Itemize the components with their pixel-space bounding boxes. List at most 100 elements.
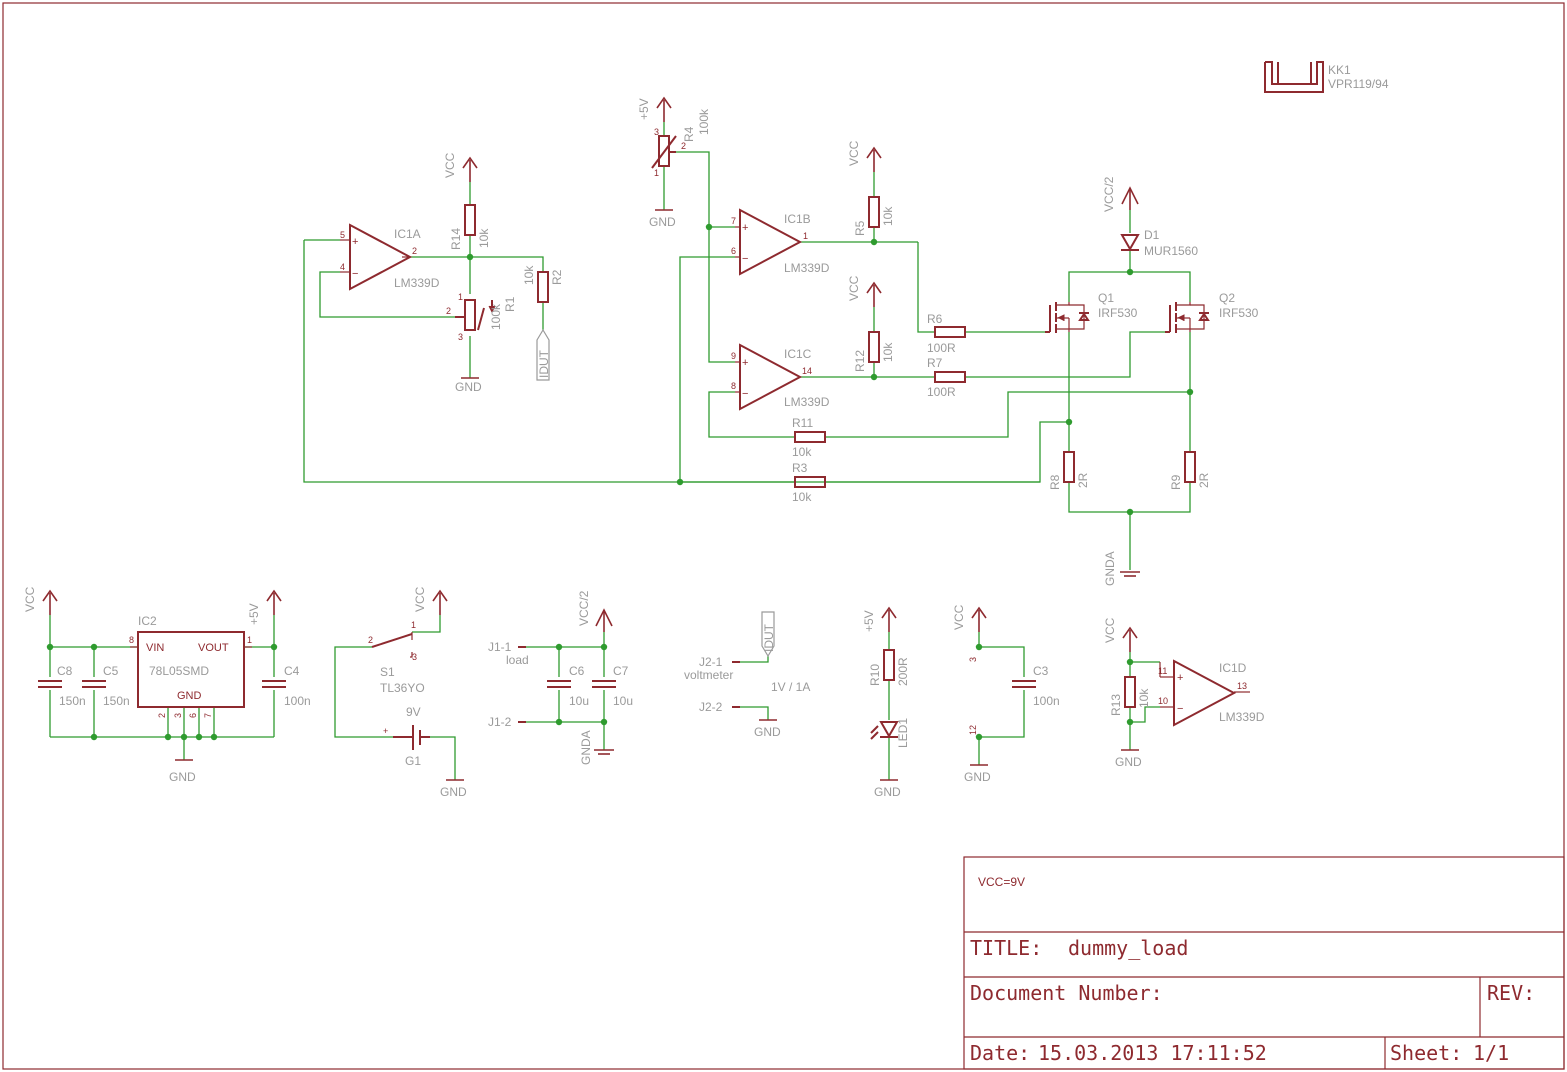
r8-resistor[interactable]: R8 2R <box>1048 451 1090 490</box>
svg-text:C3: C3 <box>1033 664 1049 678</box>
r9-resistor[interactable]: R9 2R <box>1169 451 1211 490</box>
svg-text:GND: GND <box>455 380 482 394</box>
led1-led[interactable]: LED1 <box>870 718 910 748</box>
ic1b-opamp[interactable]: + − 7 6 1 IC1B LM339D <box>731 209 830 275</box>
svg-text:MUR1560: MUR1560 <box>1144 244 1198 258</box>
vcc-symbol-ic2: VCC <box>23 586 58 616</box>
svg-text:6: 6 <box>188 713 198 718</box>
svg-text:−: − <box>742 253 748 265</box>
svg-text:J2-2: J2-2 <box>699 700 723 714</box>
r10-resistor[interactable]: R10 200R <box>868 649 910 686</box>
svg-text:IC1D: IC1D <box>1219 661 1247 675</box>
svg-text:R2: R2 <box>550 269 564 285</box>
svg-text:IRF530: IRF530 <box>1098 306 1138 320</box>
vcc-symbol-r12: VCC <box>847 275 882 308</box>
q2-mosfet[interactable]: Q2 IRF530 <box>1165 291 1259 333</box>
svg-text:VIN: VIN <box>146 642 164 654</box>
r11-resistor[interactable]: R11 10k <box>792 416 826 459</box>
j1-connector[interactable]: J1-1 load J1-2 <box>488 640 529 729</box>
svg-text:2R: 2R <box>1197 472 1211 488</box>
svg-text:2R: 2R <box>1076 472 1090 488</box>
c7-capacitor[interactable]: C7 10u <box>591 664 633 708</box>
svg-text:R6: R6 <box>927 312 943 326</box>
r1-potentiometer[interactable]: 1 2 3 R1 100k <box>446 292 517 342</box>
svg-text:IC1C: IC1C <box>784 347 812 361</box>
svg-text:C6: C6 <box>569 664 585 678</box>
svg-text:3: 3 <box>173 713 183 718</box>
svg-text:+5V: +5V <box>637 98 651 120</box>
svg-text:VCC/2: VCC/2 <box>577 590 591 626</box>
svg-text:IC1B: IC1B <box>784 212 811 226</box>
s1-switch[interactable]: 2 1 3 S1 TL36YO <box>368 620 425 695</box>
c6-capacitor[interactable]: C6 10u <box>546 664 589 708</box>
svg-text:+: + <box>383 726 388 736</box>
svg-text:13: 13 <box>1237 681 1247 691</box>
q1-mosfet[interactable]: Q1 IRF530 <box>1045 291 1138 333</box>
tb-docnum-label: Document Number: <box>970 981 1163 1005</box>
c8-capacitor[interactable]: C8 150n <box>37 664 86 708</box>
svg-text:TL36YO: TL36YO <box>380 681 425 695</box>
svg-text:LED1: LED1 <box>896 718 910 748</box>
gnda-symbol-main: GNDA <box>1103 551 1140 586</box>
r14-resistor[interactable]: R14 10k <box>449 204 491 250</box>
ic2-regulator[interactable]: 8 1 VIN VOUT GND 78L05SMD IC2 2 3 6 7 <box>129 614 252 718</box>
r4-potentiometer[interactable]: 3 2 1 R4 100k <box>651 108 711 178</box>
tb-date-label: Date: <box>970 1041 1030 1065</box>
svg-text:+5V: +5V <box>247 603 261 625</box>
svg-text:10k: 10k <box>477 228 491 248</box>
svg-text:IRF530: IRF530 <box>1219 306 1259 320</box>
svg-text:GND: GND <box>440 785 467 799</box>
r7-resistor[interactable]: R7 100R <box>927 356 966 399</box>
r2-resistor[interactable]: R2 10k <box>522 265 564 303</box>
c4-capacitor[interactable]: C4 100n <box>261 664 311 708</box>
j2-connector[interactable]: J2-1 voltmeter J2-2 1V / 1A <box>684 655 810 714</box>
svg-text:GNDA: GNDA <box>1103 551 1117 586</box>
svg-text:R9: R9 <box>1169 474 1183 490</box>
g1-battery[interactable]: + 9V G1 <box>383 705 430 768</box>
svg-text:D1: D1 <box>1144 228 1160 242</box>
svg-text:9V: 9V <box>406 705 421 719</box>
c3-capacitor[interactable]: 3 12 C3 100n <box>968 657 1060 735</box>
r5-resistor[interactable]: R5 10k <box>853 196 895 236</box>
svg-text:2: 2 <box>446 306 451 316</box>
svg-text:GND: GND <box>964 770 991 784</box>
kk1-heatsink[interactable]: KK1 VPR119/94 <box>1264 61 1389 93</box>
svg-text:VCC: VCC <box>847 275 861 301</box>
r13-resistor[interactable]: R13 10k <box>1109 676 1151 716</box>
svg-text:2: 2 <box>368 635 373 645</box>
svg-text:GND: GND <box>1115 755 1142 769</box>
ic1c-opamp[interactable]: + − 9 8 14 IC1C LM339D <box>731 344 830 410</box>
r6-resistor[interactable]: R6 100R <box>927 312 966 355</box>
svg-text:R8: R8 <box>1048 474 1062 490</box>
r12-resistor[interactable]: R12 10k <box>853 331 895 372</box>
c5-capacitor[interactable]: C5 150n <box>81 664 130 708</box>
svg-text:1: 1 <box>458 292 463 302</box>
svg-text:R4: R4 <box>682 126 696 142</box>
svg-text:VCC: VCC <box>443 152 457 178</box>
vcc-symbol-s1: VCC <box>413 586 448 616</box>
ic1a-opamp[interactable]: + − 5 4 2 IC1A LM339D <box>340 224 440 290</box>
r3-resistor[interactable]: R3 10k <box>792 461 826 504</box>
ic1a-value: LM339D <box>394 276 440 290</box>
tb-sheet-value: 1/1 <box>1473 1041 1509 1065</box>
svg-text:8: 8 <box>129 635 134 645</box>
ic1d-opamp[interactable]: + − 11 10 13 IC1D LM339D <box>1158 660 1265 726</box>
svg-text:100k: 100k <box>697 108 711 135</box>
svg-text:150n: 150n <box>103 694 130 708</box>
d1-diode[interactable]: D1 MUR1560 <box>1120 228 1198 258</box>
ic1a-plus-sign: + <box>352 236 358 248</box>
svg-text:6: 6 <box>731 246 736 256</box>
svg-text:3: 3 <box>968 657 978 662</box>
svg-text:LM339D: LM339D <box>784 395 830 409</box>
svg-text:G1: G1 <box>405 754 421 768</box>
svg-text:10u: 10u <box>569 694 589 708</box>
svg-text:150n: 150n <box>59 694 86 708</box>
tb-title-value: dummy_load <box>1068 936 1188 960</box>
ic1a-minus-sign: − <box>352 268 358 280</box>
svg-text:C7: C7 <box>613 664 629 678</box>
svg-text:GND: GND <box>169 770 196 784</box>
svg-text:10k: 10k <box>522 265 536 285</box>
svg-text:J1-2: J1-2 <box>488 715 512 729</box>
svg-text:C8: C8 <box>57 664 73 678</box>
idut-label-2: IDUT <box>761 611 776 658</box>
